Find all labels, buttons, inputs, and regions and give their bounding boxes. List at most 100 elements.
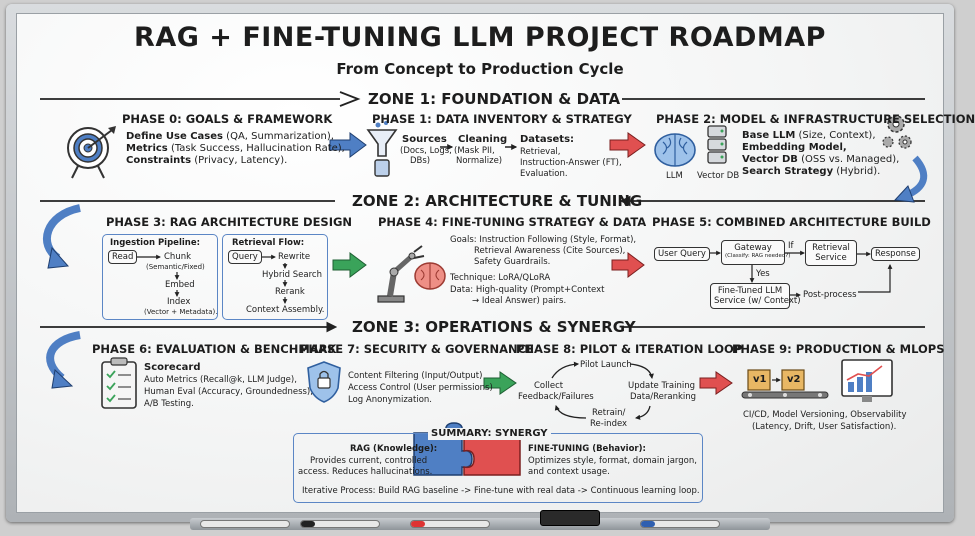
index-label: Index [167,297,191,307]
cleaning-label: Cleaning [458,134,508,145]
loop-arrow-retrain-collect [554,405,587,419]
cleaning-sub-2: Normalize) [456,156,503,166]
loop-arrow-collect-pilot [551,361,580,379]
arrow-p4-p5 [611,252,645,278]
retrain-line-2: Re-index [590,419,628,429]
arrow-p7-p8 [483,371,517,395]
phase-7-line-1: Content Filtering (Input/Output) [348,371,483,381]
user-query-node: User Query [654,247,710,261]
marker-red[interactable] [410,520,490,528]
phase-2-title: PHASE 2: MODEL & INFRASTRUCTURE SELECTIO… [656,112,975,126]
phase-5-title: PHASE 5: COMBINED ARCHITECTURE BUILD [652,215,931,229]
v1-label: v1 [753,374,767,385]
phase-7-line-2: Access Control (User permissions) [348,383,493,393]
phase-6-title: PHASE 6: EVALUATION & BENCHMARK [92,342,337,356]
post-process-label: Post-process [803,290,857,300]
collect-line-1: Collect [534,381,564,391]
phase-9-title: PHASE 9: PRODUCTION & MLOPS [732,342,945,356]
sources-label: Sources [402,134,447,145]
sources-sub-1: (Docs, Logs, [400,146,452,156]
collect-line-2: Feedback/Failures [518,392,594,402]
update-line-2: Data/Reranking [630,392,697,402]
sources-sub-2: DBs) [409,156,431,166]
ft-title: FINE-TUNING (Behavior): [528,444,646,454]
if-label: If [788,241,794,251]
goals-line-1: Goals: Instruction Following (Style, For… [450,235,637,245]
arrow-post-response [858,264,893,293]
rag-line-1: Provides current, controlled [310,456,428,466]
clipboard-icon [101,357,137,409]
loop-arrow-pilot-update [629,363,654,380]
retrieval-flow-box [222,234,328,320]
arrow-p3-p4 [332,252,367,278]
phase-2-details: Base LLM (Size, Context), Embedding Mode… [742,130,900,177]
cleaning-sub-1: (Mask PII, [454,146,495,156]
phase-0-details: Define Use Cases (QA, Summarization), Me… [126,131,345,166]
conveyor-icon [741,369,829,399]
gear-icon-left [882,136,894,148]
fine-tuned-llm-node: Fine-Tuned LLM Service (w/ Context) [710,283,801,309]
yes-label: Yes [756,269,770,279]
technique-label: Technique: LoRA/QLoRA [450,273,551,283]
phase-3-title: PHASE 3: RAG ARCHITECTURE DESIGN [106,215,353,229]
arrow-p1-p2 [609,132,646,158]
brain-pink-icon [414,262,446,290]
phase-6-line-2: Human Eval (Accuracy, Groundedness), [144,387,313,397]
loop-arrow-update-retrain [634,405,651,420]
monitor-chart-icon [841,359,893,402]
zone-1-label: ZONE 1: FOUNDATION & DATA [368,90,621,108]
page-subtitle: From Concept to Production Cycle [336,60,624,78]
server-icon [707,125,727,164]
datasets-sub-1: Retrieval, [520,147,561,157]
goals-line-3: Safety Guardrails. [474,257,551,267]
zone-3-label: ZONE 3: OPERATIONS & SYNERGY [352,318,636,336]
phase-9-line-1: CI/CD, Model Versioning, Observability [743,410,907,420]
phase-7-title: PHASE 7: SECURITY & GOVERNANCE [300,342,534,356]
brain-icon [654,133,696,167]
phase-9-line-2: (Latency, Drift, User Satisfaction). [752,422,897,432]
phase-6-line-3: A/B Testing. [144,399,194,409]
chunk-sub: (Semantic/Fixed) [146,263,205,271]
puzzle-ft-icon [463,432,521,476]
datasets-sub-2: Instruction-Answer (FT), [520,158,622,168]
eraser[interactable] [540,510,600,526]
target-icon [67,126,116,179]
funnel-icon [366,121,398,177]
query-node: Query [228,250,262,264]
summary-title: SUMMARY: SYNERGY [428,428,551,440]
read-node: Read [108,250,138,264]
marker-blue[interactable] [640,520,720,528]
arrow-p8-p9 [699,371,733,395]
ingestion-pipeline-box [102,234,218,320]
zone-1-line [40,91,925,107]
phase-8-title: PHASE 8: PILOT & ITERATION LOOP [516,342,743,356]
embed-label: Embed [165,280,195,290]
phase-4-title: PHASE 4: FINE-TUNING STRATEGY & DATA [378,215,647,229]
iterative-process: Iterative Process: Build RAG baseline ->… [302,486,700,496]
retrain-line-1: Retrain/ [592,408,626,418]
shield-icon [307,361,341,403]
phase-6-line-1: Auto Metrics (Recall@k, LLM Judge), [144,375,297,385]
marker-white[interactable] [200,520,290,528]
phase-1-title: PHASE 1: DATA INVENTORY & STRATEGY [372,112,632,126]
response-node: Response [871,247,920,261]
hybrid-search-label: Hybrid Search [262,270,322,280]
vector-db-label: Vector DB [697,171,740,181]
rerank-label: Rerank [275,287,305,297]
phase-7-line-3: Log Anonymization. [348,395,432,405]
chunk-label: Chunk [164,252,192,262]
ingestion-title: Ingestion Pipeline: [110,238,200,248]
marker-black[interactable] [300,520,380,528]
arrow-p0-p1 [329,132,367,158]
datasets-label: Datasets: [520,134,575,145]
rag-line-2: access. Reduces hallucinations. [298,467,433,477]
retrieval-service-node: Retrieval Service [805,240,857,266]
v2-label: v2 [787,374,801,385]
retrieval-title: Retrieval Flow: [232,238,305,248]
gateway-node: Gateway (Classify: RAG needed?) [721,240,790,265]
datasets-sub-3: Evaluation. [520,169,568,179]
update-line-1: Update Training [628,381,696,391]
ft-line-1: Optimizes style, format, domain jargon, [528,456,697,466]
scorecard-label: Scorecard [144,362,201,373]
zone-2-label: ZONE 2: ARCHITECTURE & TUNING [352,192,643,210]
